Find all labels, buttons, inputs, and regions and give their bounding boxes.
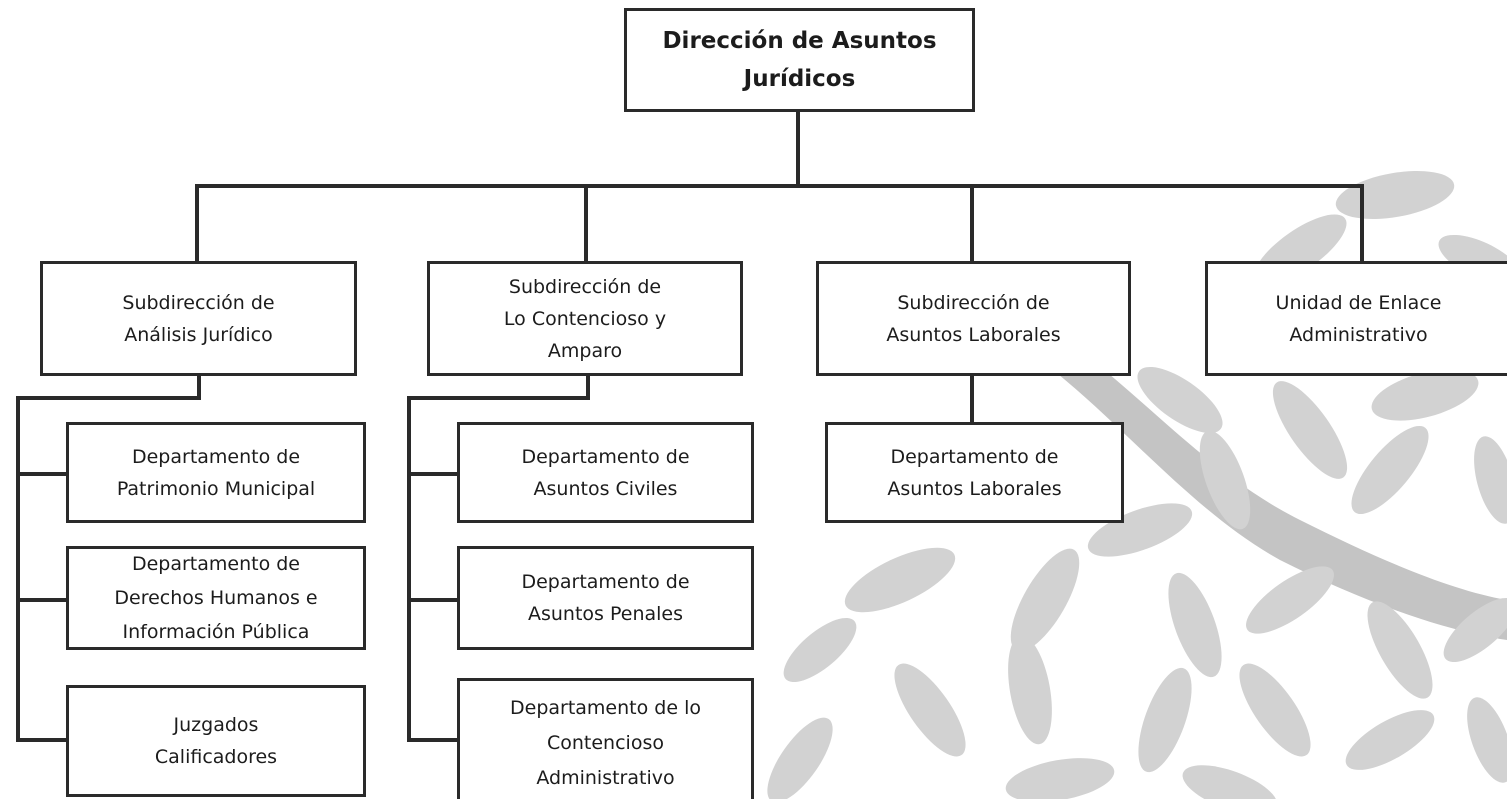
node-departamento-asuntos-laborales: Departamento de Asuntos Laborales <box>825 422 1124 523</box>
node-departamento-derechos-humanos: Departamento de Derechos Humanos e Infor… <box>66 546 366 650</box>
leaf-shape <box>1137 366 1223 434</box>
node-label: Departamento de Patrimonio Municipal <box>116 445 316 500</box>
leaf-shape <box>1087 503 1193 557</box>
node-direccion-asuntos-juridicos: Dirección de Asuntos Jurídicos <box>624 8 975 112</box>
leaf-shape <box>1005 758 1115 799</box>
leaf-shape <box>1345 710 1435 770</box>
leaf-shape <box>1335 170 1455 220</box>
node-departamento-patrimonio-municipal: Departamento de Patrimonio Municipal <box>66 422 366 523</box>
node-label: Departamento de Asuntos Penales <box>521 571 690 625</box>
leaf-shape <box>767 717 833 799</box>
node-label: Departamento de Asuntos Laborales <box>887 445 1062 500</box>
leaf-shape <box>1371 369 1479 421</box>
node-subdireccion-analisis-juridico: Subdirección de Análisis Jurídico <box>40 261 357 376</box>
leaf-shape <box>1199 430 1251 530</box>
node-juzgados-calificadores: Juzgados Calificadores <box>66 685 366 797</box>
leaf-shape <box>1010 548 1080 652</box>
leaf-shape <box>894 663 966 757</box>
leaf-shape <box>1239 663 1311 757</box>
leaf-shape <box>1367 601 1433 699</box>
leaf-shape <box>844 547 956 613</box>
leaf-shape <box>1443 597 1507 663</box>
node-label: Departamento de Asuntos Civiles <box>521 445 690 500</box>
node-departamento-contencioso-administrativo: Departamento de lo Contencioso Administr… <box>457 678 754 799</box>
branch-shape <box>1040 330 1507 640</box>
node-label: Subdirección de Análisis Jurídico <box>122 291 275 346</box>
leaf-shape <box>1008 635 1052 745</box>
node-label: Unidad de Enlace Administrativo <box>1275 291 1442 346</box>
leaf-shape <box>1467 697 1507 783</box>
leaf-shape <box>1182 765 1278 799</box>
node-label: Subdirección de Lo Contencioso y Amparo <box>503 275 667 362</box>
node-label: Subdirección de Asuntos Laborales <box>886 291 1061 346</box>
node-label: Departamento de lo Contencioso Administr… <box>510 696 701 789</box>
node-departamento-asuntos-civiles: Departamento de Asuntos Civiles <box>457 422 754 523</box>
node-label: Juzgados Calificadores <box>154 714 278 768</box>
leaf-shape <box>1168 572 1222 678</box>
node-label: Dirección de Asuntos Jurídicos <box>662 28 937 92</box>
node-label: Departamento de Derechos Humanos e Infor… <box>114 553 318 643</box>
node-subdireccion-asuntos-laborales: Subdirección de Asuntos Laborales <box>816 261 1131 376</box>
leaf-shape <box>783 617 857 683</box>
leaf-shape <box>1138 667 1192 773</box>
leaf-shape <box>1272 381 1348 479</box>
leaf-shape <box>1246 566 1334 634</box>
node-unidad-enlace-administrativo: Unidad de Enlace Administrativo <box>1205 261 1507 376</box>
leaf-shape <box>1474 436 1507 524</box>
node-departamento-asuntos-penales: Departamento de Asuntos Penales <box>457 546 754 650</box>
leaf-shape <box>1351 425 1429 515</box>
node-subdireccion-contencioso-amparo: Subdirección de Lo Contencioso y Amparo <box>427 261 743 376</box>
